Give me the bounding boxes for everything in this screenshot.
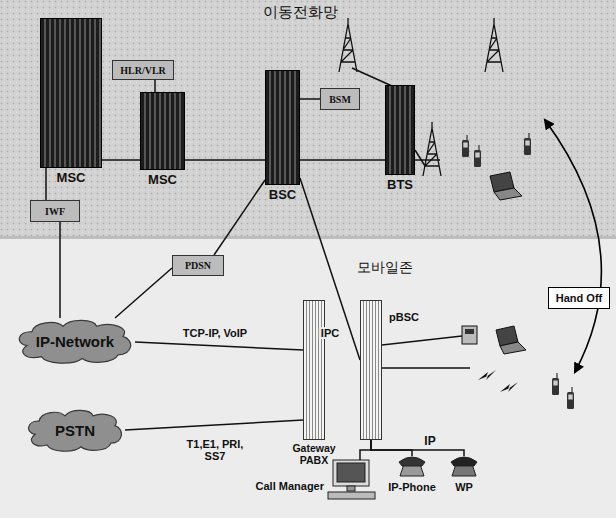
antenna-tower — [423, 122, 441, 176]
computer-icon — [337, 463, 365, 482]
switch-rack: MSC — [140, 92, 185, 170]
node-text: PSTN — [55, 422, 95, 439]
antenna-tower — [339, 18, 357, 72]
network-title: 이동전화망 — [263, 3, 338, 22]
cloud-outline — [29, 410, 122, 451]
link-label: TCP-IP, VoIP — [181, 327, 249, 339]
link-line — [59, 222, 61, 318]
laptop-icon — [494, 188, 522, 200]
network-cloud: PSTN — [25, 408, 125, 452]
link-line — [214, 180, 265, 255]
handoff-box: Hand Off — [548, 287, 610, 309]
ip-phone-icon — [399, 457, 477, 476]
switch-rack: BTS — [385, 85, 415, 175]
computer-icon — [328, 460, 375, 499]
network-box: PDSN — [172, 255, 224, 276]
antenna-tower — [485, 18, 503, 72]
cloud-outline — [19, 320, 130, 363]
node-label: Call Manager — [256, 480, 324, 492]
node-text: Hand Off — [556, 292, 602, 304]
node-label: BSC — [269, 187, 296, 202]
pabx-rack: pBSC — [360, 300, 382, 440]
network-cloud: IP-Network — [15, 318, 135, 364]
mobile-phone — [474, 145, 481, 167]
link-line — [300, 159, 385, 161]
node-label: MSC — [148, 172, 177, 187]
network-box: IWF — [30, 200, 80, 222]
link-line — [125, 420, 303, 430]
pbsc-links — [382, 367, 470, 369]
node-label: Gateway PABX — [286, 442, 342, 466]
computer-icon — [333, 460, 369, 486]
computer-icon — [347, 486, 355, 491]
pbsc-links — [382, 336, 462, 345]
node-text: HLR/VLR — [120, 65, 166, 76]
node-label: pBSC — [389, 311, 419, 323]
link-line — [371, 440, 412, 456]
radio-links — [415, 150, 425, 166]
switch-rack: BSC — [265, 70, 300, 185]
mobile-phone — [524, 133, 531, 155]
pabx-rack: Gateway PABX — [303, 300, 325, 440]
bus-label: IP — [422, 434, 437, 448]
wall-phone-icon — [462, 326, 477, 344]
wireless-bolt — [478, 370, 518, 392]
wireless-bolt — [500, 382, 518, 392]
link-label: IPC — [319, 327, 341, 339]
link-line — [360, 440, 371, 460]
ip-phone-icon — [399, 457, 425, 466]
node-label: MSC — [57, 170, 86, 185]
handoff-arc — [545, 120, 601, 372]
mobile-phone — [552, 373, 559, 395]
node-label: WP — [455, 481, 473, 493]
handoff-arc — [545, 120, 601, 372]
node-text: IP-Network — [36, 333, 114, 350]
network-box: BSM — [320, 88, 360, 110]
node-text: PDSN — [185, 260, 211, 271]
link-label: T1,E1, PRI, SS7 — [173, 438, 257, 462]
switch-rack: MSC — [40, 18, 102, 168]
node-text: IWF — [45, 206, 65, 217]
mobile-phone — [462, 135, 469, 157]
node-label: IP-Phone — [388, 481, 436, 493]
computer-icon — [328, 492, 375, 499]
link-line — [154, 80, 156, 92]
pbsc-links — [382, 336, 470, 368]
zone-label: 모바일존 — [355, 259, 415, 277]
network-box: HLR/VLR — [112, 60, 174, 80]
link-line — [135, 342, 303, 350]
radio-links — [352, 68, 392, 86]
laptop-icon — [500, 342, 526, 354]
link-line — [300, 98, 320, 100]
wall-phone-icon — [465, 329, 474, 334]
terminal-node: Call Manager — [330, 460, 375, 500]
mobile-phone — [462, 133, 574, 409]
network-band — [0, 238, 616, 518]
link-line — [102, 159, 140, 161]
terminal-node: IP-Phone — [398, 456, 426, 478]
node-label: BTS — [387, 177, 413, 192]
mobile-phone — [567, 387, 574, 409]
network-band — [0, 236, 616, 239]
wall-phone-icon — [462, 326, 477, 344]
node-text: BSM — [329, 94, 351, 105]
link-line — [115, 268, 172, 318]
link-line — [45, 168, 47, 200]
wireless-bolt — [478, 370, 496, 380]
link-line — [371, 440, 464, 456]
laptop-icon — [490, 172, 526, 354]
link-line — [185, 159, 265, 161]
ip-phone-icon — [451, 457, 477, 466]
terminal-node: WP — [450, 456, 478, 478]
radio-links — [415, 159, 440, 161]
antenna-tower — [339, 18, 503, 176]
